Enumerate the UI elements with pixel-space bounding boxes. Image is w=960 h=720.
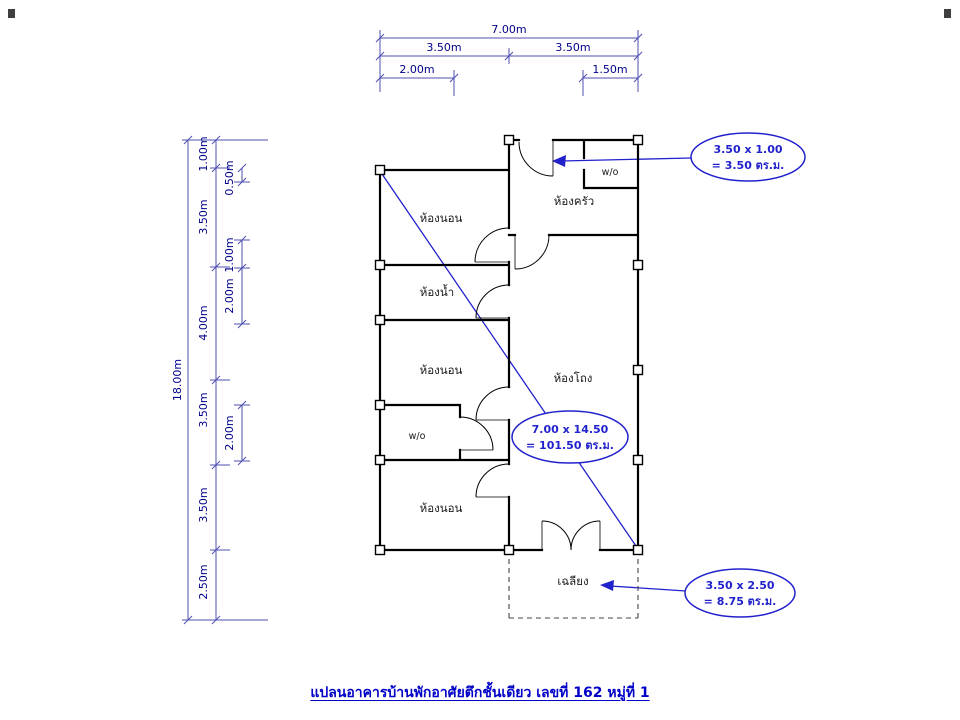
corner-mark-left <box>8 9 15 18</box>
dim-height-outer-3: 4.00m <box>197 305 210 340</box>
corner-mark-right <box>944 9 951 18</box>
dim-height-outer-1: 1.00m <box>197 136 210 171</box>
arrowhead-icon <box>552 155 566 167</box>
doors <box>459 140 601 551</box>
room-label-hall: ห้องโถง <box>554 371 593 385</box>
entry-strip-leader <box>561 157 692 162</box>
arrowhead-icon <box>600 580 614 591</box>
column-markers <box>374 134 644 556</box>
entry-strip-annotation-bubble <box>690 132 806 182</box>
washout-label-middle: w/o <box>409 431 426 442</box>
room-label-porch: เฉลียง <box>557 574 588 588</box>
area-annotations: 3.50 x 1.00 = 3.50 ตร.ม. 7.00 x 14.50 = … <box>511 132 806 618</box>
drawing-title: แปลนอาคารบ้านพักอาศัยตึกชั้นเดียว เลขที่… <box>310 685 650 701</box>
entry-strip-annotation-dims: 3.50 x 1.00 <box>713 143 782 156</box>
top-dimension-lines: 7.00m 3.50m 3.50m 2.00m 1.50m <box>375 23 643 96</box>
room-label-bathroom: ห้องน้ำ <box>420 284 454 299</box>
left-dimension-lines: 18.00m 1.00m 3.50m 4.00m 3.50m 3.50m 2.5… <box>171 135 268 625</box>
dim-height-outer-6: 2.50m <box>197 564 210 599</box>
room-label-kitchen: ห้องครัว <box>554 194 594 208</box>
door-arcs <box>459 141 601 551</box>
building-annotation-area: = 101.50 ตร.ม. <box>526 439 614 452</box>
dim-height-outer-2: 3.50m <box>197 199 210 234</box>
room-label-bedroom-top: ห้องนอน <box>420 211 463 225</box>
dim-height-outer-4: 3.50m <box>197 392 210 427</box>
dim-width-partial-left-label: 2.00m <box>399 63 434 76</box>
room-label-bedroom-bottom: ห้องนอน <box>420 501 463 515</box>
building-annotation-bubble <box>511 410 629 464</box>
dim-height-inner-2: 1.00m <box>223 237 236 272</box>
dim-height-inner-3: 2.00m <box>223 278 236 313</box>
dim-height-outer-5: 3.50m <box>197 487 210 522</box>
porch-annotation-area: = 8.75 ตร.ม. <box>704 595 777 608</box>
door-leaves <box>460 140 601 550</box>
porch-annotation-dims: 3.50 x 2.50 <box>705 579 774 592</box>
porch-annotation-bubble <box>684 568 796 618</box>
porch-leader <box>609 585 687 592</box>
dim-width-half-left-label: 3.50m <box>426 41 461 54</box>
dim-height-inner-4: 2.00m <box>223 415 236 450</box>
dim-total-height-label: 18.00m <box>171 359 184 401</box>
room-label-bedroom-middle: ห้องนอน <box>420 363 463 377</box>
building-annotation-dims: 7.00 x 14.50 <box>532 423 609 436</box>
washout-label-kitchen: w/o <box>602 167 619 178</box>
dim-total-width-label: 7.00m <box>491 23 526 36</box>
dim-width-partial-right-label: 1.50m <box>592 63 627 76</box>
walls <box>378 138 640 552</box>
dim-width-half-right-label: 3.50m <box>555 41 590 54</box>
room-labels: ห้องนอน ห้องครัว ห้องน้ำ ห้องนอน ห้องโถง… <box>409 167 619 588</box>
dim-height-inner-1: 0.50m <box>223 160 236 195</box>
porch-outline <box>508 550 639 619</box>
entry-strip-annotation-area: = 3.50 ตร.ม. <box>712 159 785 172</box>
